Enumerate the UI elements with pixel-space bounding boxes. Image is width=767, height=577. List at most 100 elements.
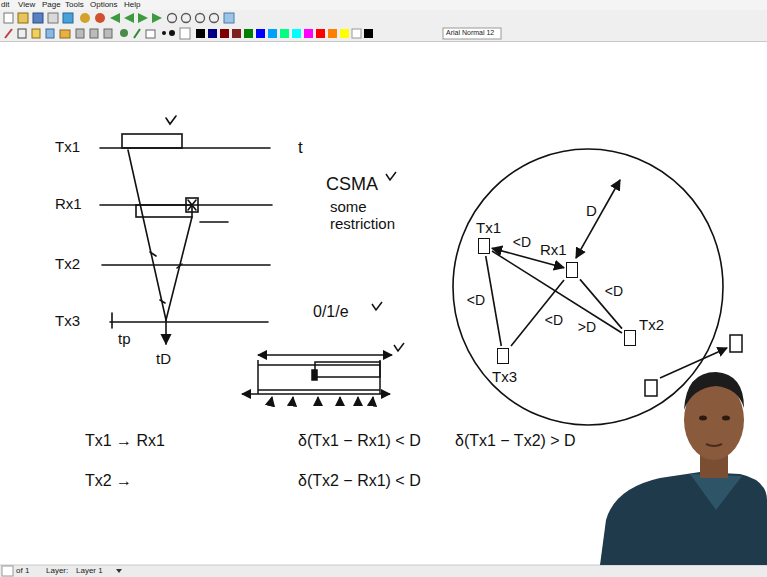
equation: δ(Tx1 − Tx2) > D (455, 432, 576, 450)
timing-diagram-part (110, 321, 268, 323)
signal-name: Rx1 (55, 195, 82, 212)
toolbar-icons-part (146, 30, 155, 38)
edge-label: <D (465, 293, 487, 308)
toolbar-icons-part (120, 29, 128, 37)
toolbar-part (0, 10, 767, 26)
slot-diagram-part (257, 360, 259, 394)
toolbar-icons-part (180, 28, 190, 39)
note: CSMA (326, 174, 378, 195)
equation: δ(Tx2 − Rx1) < D (298, 472, 421, 490)
station-box: Tx1 (478, 238, 490, 254)
signal-name: Tx1 (55, 138, 80, 155)
color-palette-part (268, 29, 277, 38)
color-palette-part (244, 29, 253, 38)
toolbar-icons-part (162, 31, 166, 35)
color-palette-part (364, 29, 373, 38)
toolbar-icons (4, 13, 234, 39)
range-circle-part (576, 180, 620, 258)
toolbar (0, 0, 767, 42)
toolbar-icons-part (224, 13, 234, 23)
slot-diagram-part (292, 397, 293, 406)
station-name: Tx1 (476, 219, 501, 236)
slot-diagram (242, 172, 404, 406)
distance-line (486, 256, 502, 346)
color-palette-part (340, 29, 349, 38)
color-palette-part (292, 29, 301, 38)
slot-diagram-part (315, 362, 380, 377)
note: 0/1/e (313, 303, 349, 321)
toolbar-icons-part (80, 13, 90, 23)
slot-diagram-part (270, 397, 272, 406)
lecturer-video (600, 372, 767, 565)
moving-node-sketch-part (645, 380, 657, 396)
slot-diagram-part (312, 370, 317, 380)
slot-diagram-part (357, 397, 359, 406)
slot-diagram-part (258, 389, 380, 391)
color-palette (196, 29, 373, 38)
timing-diagram (100, 116, 272, 344)
slot-diagram-part (242, 393, 390, 395)
time-label: tD (156, 350, 171, 367)
signal-name: Tx3 (55, 312, 80, 329)
timing-diagram-part (200, 221, 228, 223)
toolbar-icons-part (33, 13, 43, 23)
toolbar-icons-part (152, 13, 162, 23)
toolbar-icons-part (196, 14, 205, 23)
slot-diagram-part (339, 397, 341, 406)
edge-label: >D (576, 320, 598, 335)
station-box: Tx3 (497, 348, 509, 364)
station-box: Rx1 (566, 262, 578, 278)
equation: δ(Tx1 − Rx1) < D (298, 432, 421, 450)
menu-item: View (18, 0, 35, 9)
slot-diagram-part (386, 172, 396, 180)
lecturer-video-part (600, 472, 767, 565)
toolbar-icons-part (168, 14, 177, 23)
toolbar-part (0, 0, 767, 10)
font-box (443, 28, 501, 39)
color-palette-part (280, 29, 289, 38)
slot-diagram-part (258, 364, 380, 366)
toolbar-part (0, 41, 767, 42)
edge-label: <D (603, 284, 625, 299)
moving-node-sketch-part (730, 335, 742, 352)
slot-diagram-part (372, 397, 373, 406)
moving-node-sketch (645, 335, 742, 396)
station-box: Tx2 (624, 330, 636, 346)
lecturer-video-part (706, 444, 722, 446)
status-bar (0, 565, 767, 577)
menu-item: dit (1, 0, 9, 9)
lecturer-video-part (684, 372, 744, 410)
timing-diagram-part (102, 264, 270, 266)
menu-item: Options (90, 0, 118, 9)
toolbar-icons-part (124, 13, 134, 23)
toolbar-part (0, 26, 767, 41)
lecturer-video-part (699, 416, 707, 421)
timing-diagram-part (166, 116, 176, 124)
edge-label: <D (543, 313, 565, 328)
toolbar-icons-part (110, 13, 120, 23)
font-selector: Arial Normal 12 (446, 29, 494, 37)
menu-item: Page (42, 0, 61, 9)
toolbar-icons-part (76, 29, 84, 38)
toolbar-icons-part (32, 29, 40, 38)
toolbar-icons-part (46, 29, 54, 38)
status-text: Layer 1 (76, 566, 103, 575)
lecturer-video-part (722, 416, 730, 421)
status-bar-part (0, 565, 767, 577)
toolbar-icons-part (138, 13, 148, 23)
color-palette-part (352, 29, 361, 38)
status-text: Layer: (46, 566, 68, 575)
slot-diagram-part (317, 397, 319, 406)
toolbar-icons-part (134, 29, 140, 38)
toolbar-icons-part (18, 29, 26, 38)
timing-diagram-part (166, 217, 192, 320)
slot-diagram-part (372, 302, 382, 310)
toolbar-icons-part (18, 13, 28, 23)
toolbar-icons-part (169, 30, 175, 36)
color-palette-part (208, 29, 217, 38)
timing-diagram-part (122, 134, 182, 148)
menu-item: Tools (65, 0, 84, 9)
range-circle (453, 149, 723, 425)
